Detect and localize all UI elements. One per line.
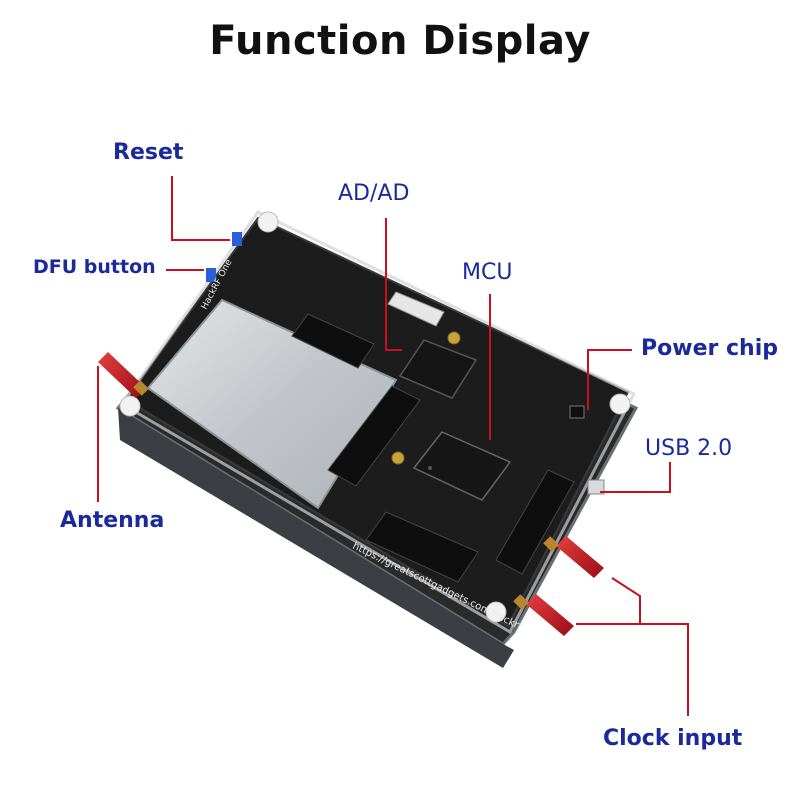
label-power-chip: Power chip: [641, 336, 778, 361]
leader-clock-a: [576, 577, 641, 625]
crystal: [447, 331, 461, 345]
label-mcu: MCU: [462, 260, 513, 285]
label-usb: USB 2.0: [645, 436, 733, 461]
leader-adad: [385, 218, 402, 351]
antenna-right-upper: [556, 536, 604, 578]
standoff-left: [119, 395, 141, 417]
standoff-top-left: [257, 211, 279, 233]
label-dfu-button: DFU button: [33, 256, 156, 278]
leader-lines: [97, 176, 689, 716]
label-adad: AD/AD: [338, 181, 410, 206]
pin-header-left: [327, 385, 421, 487]
label-reset: Reset: [113, 140, 184, 165]
usb-port: [587, 479, 605, 495]
white-connector: [387, 291, 445, 327]
standoff-right: [609, 393, 631, 415]
leader-clock-b: [640, 623, 689, 716]
label-clock-input: Clock input: [603, 726, 743, 751]
mcu-dot: [428, 466, 432, 470]
leader-usb: [600, 462, 671, 493]
pin-header-right: [495, 469, 575, 575]
adad-chip: [398, 339, 478, 399]
dfu-button-part: [206, 268, 216, 282]
pin-header-bottom: [365, 511, 479, 583]
standoff-bottom: [485, 601, 507, 623]
pin-header-top: [291, 313, 375, 369]
leader-reset: [171, 176, 230, 241]
page-title: Function Display: [209, 18, 591, 64]
power-chip: [569, 405, 585, 419]
leader-power: [587, 349, 632, 410]
acrylic-edge: [118, 408, 514, 668]
antenna-right-lower-connector: [513, 594, 529, 610]
antenna-left: [98, 352, 146, 398]
reset-button-part: [232, 232, 242, 246]
antenna-right-lower: [526, 594, 574, 636]
crystal-2: [391, 451, 405, 465]
label-antenna: Antenna: [60, 508, 165, 533]
mcu-chip: [412, 431, 512, 501]
antenna-left-connector: [133, 380, 149, 396]
antenna-right-upper-connector: [543, 536, 559, 552]
